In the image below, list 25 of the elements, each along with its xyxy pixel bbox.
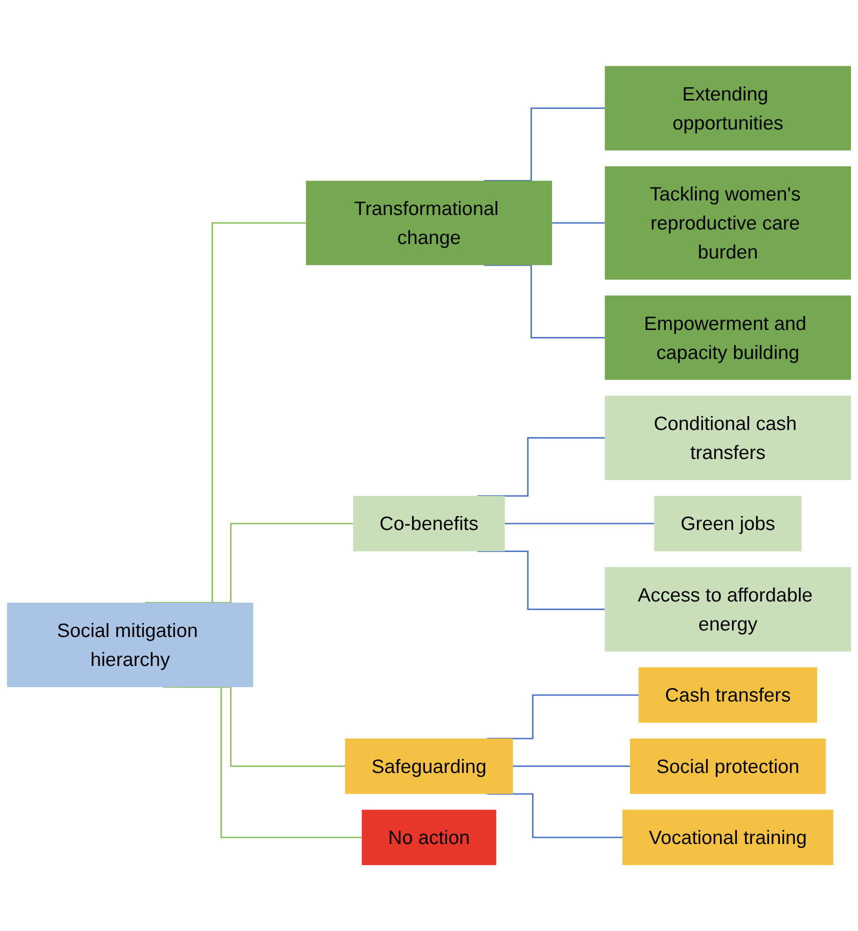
connector	[512, 765, 630, 767]
connector	[145, 222, 306, 604]
node-box: Cash transfers	[638, 667, 818, 723]
connector	[487, 694, 639, 740]
connector	[484, 264, 605, 338]
node-box: No action	[362, 810, 496, 866]
connector	[162, 686, 362, 838]
node-box: Vocational training	[622, 810, 834, 866]
node-box: Access to affordable energy	[604, 567, 851, 652]
connector	[487, 793, 622, 838]
node-box: Transformational change	[306, 180, 552, 266]
connector	[477, 437, 605, 497]
connector	[504, 522, 654, 524]
node-box: Tackling women's reproductive care burden	[604, 166, 851, 280]
node-box: Empowerment and capacity building	[604, 295, 851, 380]
connector	[552, 222, 605, 224]
connector	[477, 550, 605, 610]
node-box: Social protection	[630, 738, 826, 794]
connector	[484, 107, 605, 182]
node-box: Conditional cash transfers	[604, 396, 851, 480]
node-box: Social mitigation hierarchy	[7, 602, 254, 688]
node-box: Safeguarding	[345, 738, 513, 794]
node-box: Extending opportunities	[604, 66, 851, 150]
node-box: Co-benefits	[353, 496, 505, 552]
node-box: Green jobs	[654, 496, 802, 552]
